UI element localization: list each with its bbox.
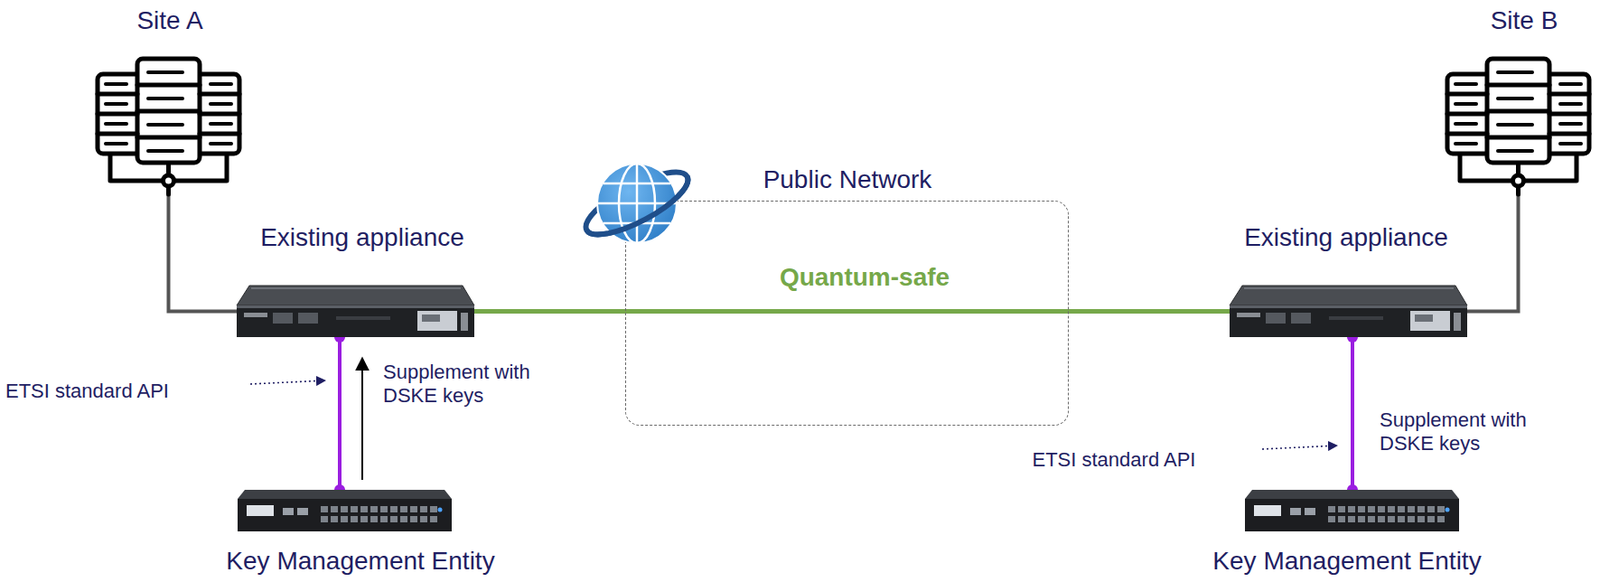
network-appliance: Existing appliance <box>236 285 475 337</box>
node-label: Existing appliance <box>260 223 465 253</box>
edge-label: Quantum-safe <box>776 262 954 292</box>
node-label: Key Management Entity <box>1212 546 1481 576</box>
annotation-label: Supplement with DSKE keys <box>383 360 569 409</box>
annotation-label: ETSI standard API <box>5 379 169 403</box>
public-network-region: Public Network <box>625 200 1069 426</box>
annotation-label: ETSI standard API <box>1032 448 1197 472</box>
quantum-safe-link <box>474 308 1230 314</box>
appliance-drawing <box>1229 285 1468 337</box>
key-flow-arrow <box>361 357 364 480</box>
server-link <box>168 194 238 312</box>
etsi-api-link <box>337 336 342 490</box>
network-appliance: Existing appliance <box>1229 285 1468 337</box>
node-label: Existing appliance <box>1244 223 1449 253</box>
server-icon: Site B <box>1441 56 1595 195</box>
appliance-drawing <box>236 285 475 337</box>
key-management-device: Key Management Entity <box>237 489 452 532</box>
dotted-pointer <box>1262 445 1338 450</box>
node-label: Key Management Entity <box>225 546 495 576</box>
globe-icon <box>579 152 695 254</box>
key-management-device: Key Management Entity <box>1244 489 1460 532</box>
dotted-pointer <box>250 380 326 384</box>
kme-drawing <box>1244 489 1460 532</box>
server-drawing <box>92 56 245 195</box>
server-link <box>1467 194 1519 312</box>
server-drawing <box>1441 56 1595 195</box>
etsi-api-link <box>1350 336 1355 490</box>
node-label: Site B <box>1490 6 1559 36</box>
server-icon: Site A <box>92 56 245 195</box>
annotation-label: Supplement with DSKE keys <box>1379 408 1565 457</box>
node-label: Public Network <box>763 165 933 195</box>
node-label: Site A <box>136 6 203 36</box>
kme-drawing <box>237 489 452 532</box>
